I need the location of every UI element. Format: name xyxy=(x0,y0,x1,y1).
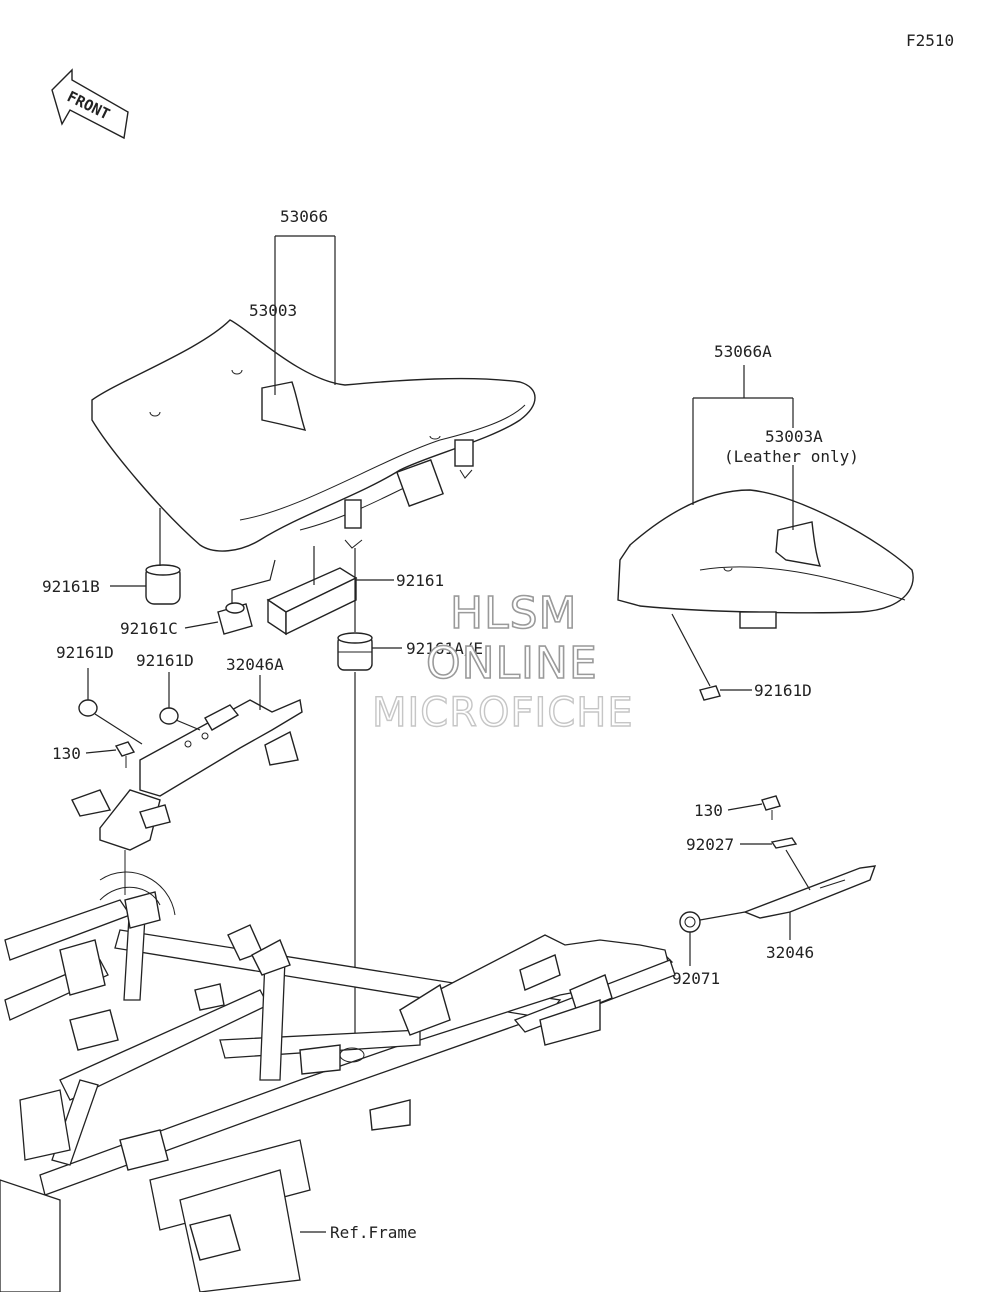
label-53066A[interactable]: 53066A xyxy=(714,342,772,361)
grommet-92071[interactable] xyxy=(679,911,701,933)
damper-92161C[interactable] xyxy=(217,602,253,635)
washer-92027[interactable] xyxy=(770,837,798,849)
grommet-92161D-left2[interactable] xyxy=(159,707,179,725)
label-92161C[interactable]: 92161C xyxy=(120,619,178,638)
label-92161D-left1[interactable]: 92161D xyxy=(56,643,114,662)
label-53003A[interactable]: 53003A xyxy=(765,427,823,446)
grommet-92161D-rear[interactable] xyxy=(699,685,721,701)
label-92161D-rear[interactable]: 92161D xyxy=(754,681,812,700)
label-53003[interactable]: 53003 xyxy=(249,301,297,320)
watermark-line2: ONLINE xyxy=(426,638,598,689)
bolt-130-right[interactable] xyxy=(761,795,781,820)
label-92161AE[interactable]: 92161A/E xyxy=(406,639,483,658)
pad-92161[interactable] xyxy=(266,567,358,636)
label-92161D-left2[interactable]: 92161D xyxy=(136,651,194,670)
label-53066[interactable]: 53066 xyxy=(280,207,328,226)
label-32046A[interactable]: 32046A xyxy=(226,655,284,674)
plate-32046[interactable] xyxy=(743,865,877,919)
damper-92161AE[interactable] xyxy=(337,632,373,671)
label-leather-only: (Leather only) xyxy=(724,447,859,466)
label-130-right[interactable]: 130 xyxy=(694,801,723,820)
label-92161B[interactable]: 92161B xyxy=(42,577,100,596)
rear-seat-53066A[interactable] xyxy=(617,489,914,629)
front-arrow-icon: FRONT xyxy=(51,68,129,140)
bracket-32046A[interactable] xyxy=(71,699,303,851)
bolt-130-left[interactable] xyxy=(114,741,136,768)
watermark-line3: MICROFICHE xyxy=(372,690,634,736)
figure-code: F2510 xyxy=(906,31,954,50)
label-130-left[interactable]: 130 xyxy=(52,744,81,763)
label-92027[interactable]: 92027 xyxy=(686,835,734,854)
frame-assembly xyxy=(0,850,676,1292)
watermark: HLSM ONLINE MICROFICHE xyxy=(371,587,634,737)
label-ref-frame[interactable]: Ref.Frame xyxy=(330,1223,417,1242)
damper-92161B[interactable] xyxy=(145,564,181,605)
label-92071[interactable]: 92071 xyxy=(672,969,720,988)
watermark-line1: HLSM xyxy=(450,588,578,639)
front-seat-53066[interactable] xyxy=(91,319,536,552)
grommet-92161D-left1[interactable] xyxy=(78,699,98,717)
label-32046[interactable]: 32046 xyxy=(766,943,814,962)
label-92161[interactable]: 92161 xyxy=(396,571,444,590)
